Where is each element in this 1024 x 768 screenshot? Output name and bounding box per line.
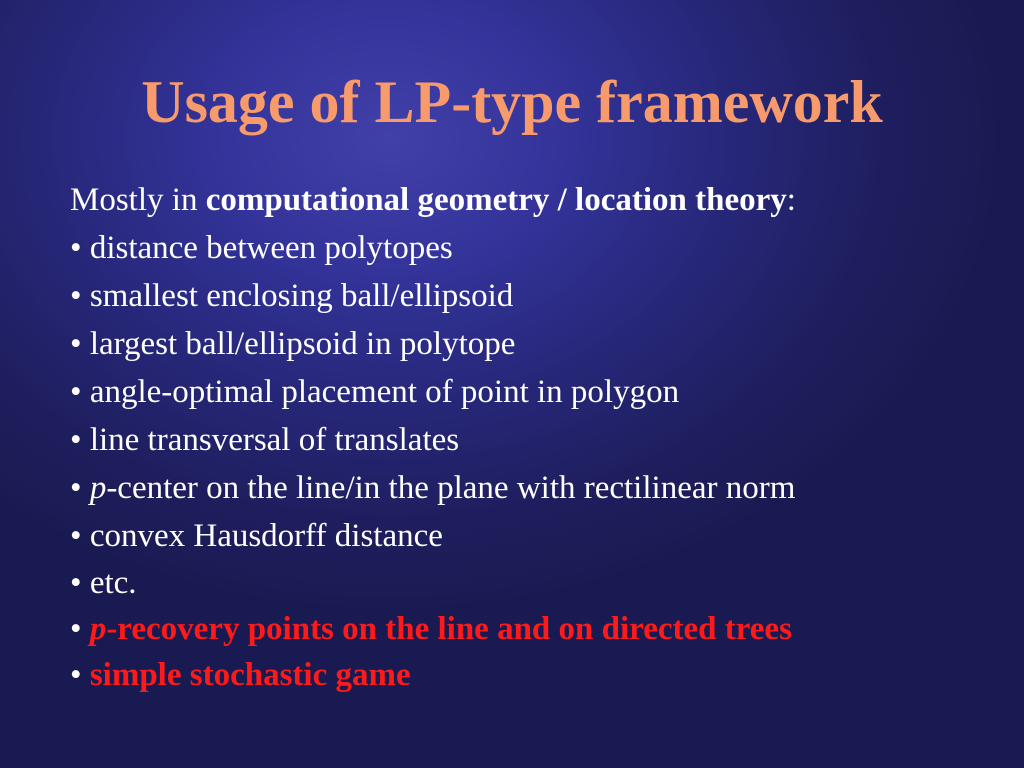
bullet-text: convex Hausdorff distance <box>89 518 443 554</box>
bullet-item: • distance between polytopes <box>70 224 990 272</box>
highlight-item-recovery: • p-recovery points on the line and on d… <box>70 606 990 652</box>
bullet-symbol: • <box>70 230 90 266</box>
p-variable: p <box>89 470 107 506</box>
intro-suffix: : <box>786 182 796 218</box>
bullet-item: • largest ball/ellipsoid in polytope <box>70 320 990 368</box>
bullet-symbol: • <box>70 278 90 314</box>
bullet-item: • convex Hausdorff distance <box>70 512 990 560</box>
bullet-item: • smallest enclosing ball/ellipsoid <box>70 272 990 320</box>
bullet-item-p-center: • p-center on the line/in the plane with… <box>70 464 990 512</box>
bullet-symbol: • <box>70 470 90 506</box>
bullet-text: distance between polytopes <box>89 230 453 266</box>
bullet-symbol: • <box>70 326 90 362</box>
bullet-text: largest ball/ellipsoid in polytope <box>89 326 516 362</box>
bullet-text: -center on the line/in the plane with re… <box>106 470 796 506</box>
highlight-item-game: • simple stochastic game <box>70 652 990 698</box>
bullet-text: angle-optimal placement of point in poly… <box>89 374 680 410</box>
bullet-item: • etc. <box>70 560 990 606</box>
p-variable: p <box>89 611 107 647</box>
intro-line: Mostly in computational geometry / locat… <box>70 176 990 224</box>
highlight-text: simple stochastic game <box>89 657 411 693</box>
bullet-text: smallest enclosing ball/ellipsoid <box>89 278 514 314</box>
bullet-symbol: • <box>70 374 90 410</box>
bullet-symbol: • <box>70 565 90 601</box>
bullet-symbol: • <box>70 518 90 554</box>
slide-title: Usage of LP-type framework <box>141 69 883 135</box>
highlight-text: -recovery points on the line and on dire… <box>106 611 792 647</box>
bullet-item: • line transversal of translates <box>70 416 990 464</box>
slide-body: Mostly in computational geometry / locat… <box>70 176 990 698</box>
bullet-text: etc. <box>89 565 137 601</box>
intro-emphasis: computational geometry / location theory <box>205 182 787 218</box>
bullet-symbol: • <box>70 657 90 693</box>
intro-prefix: Mostly in <box>70 182 206 218</box>
bullet-symbol: • <box>70 611 90 647</box>
bullet-item: • angle-optimal placement of point in po… <box>70 368 990 416</box>
bullet-symbol: • <box>70 422 90 458</box>
bullet-text: line transversal of translates <box>89 422 460 458</box>
